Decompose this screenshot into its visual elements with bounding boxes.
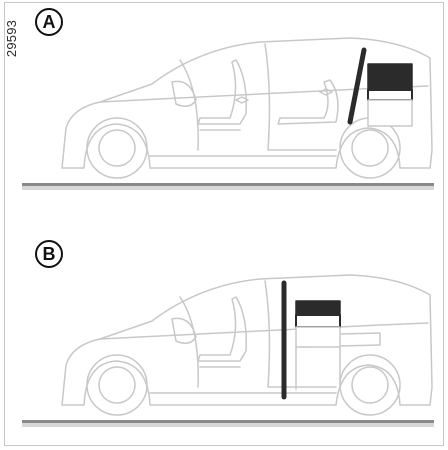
panel-a-car-illustration — [0, 0, 448, 225]
steering-wheel — [172, 81, 196, 106]
panel-b-car-illustration — [0, 225, 448, 450]
rear-wheel — [340, 355, 400, 415]
cargo-partition-bar — [350, 50, 364, 122]
front-wheel — [87, 355, 147, 415]
ground-shadow — [22, 420, 434, 427]
front-wheel — [87, 118, 147, 178]
cargo-boxes — [368, 64, 412, 126]
rear-seat — [278, 80, 338, 124]
ground-shadow — [22, 183, 434, 190]
cargo-boxes — [296, 301, 340, 389]
steering-wheel — [172, 318, 196, 343]
window-line — [100, 323, 428, 339]
rear-wheel — [340, 118, 400, 178]
